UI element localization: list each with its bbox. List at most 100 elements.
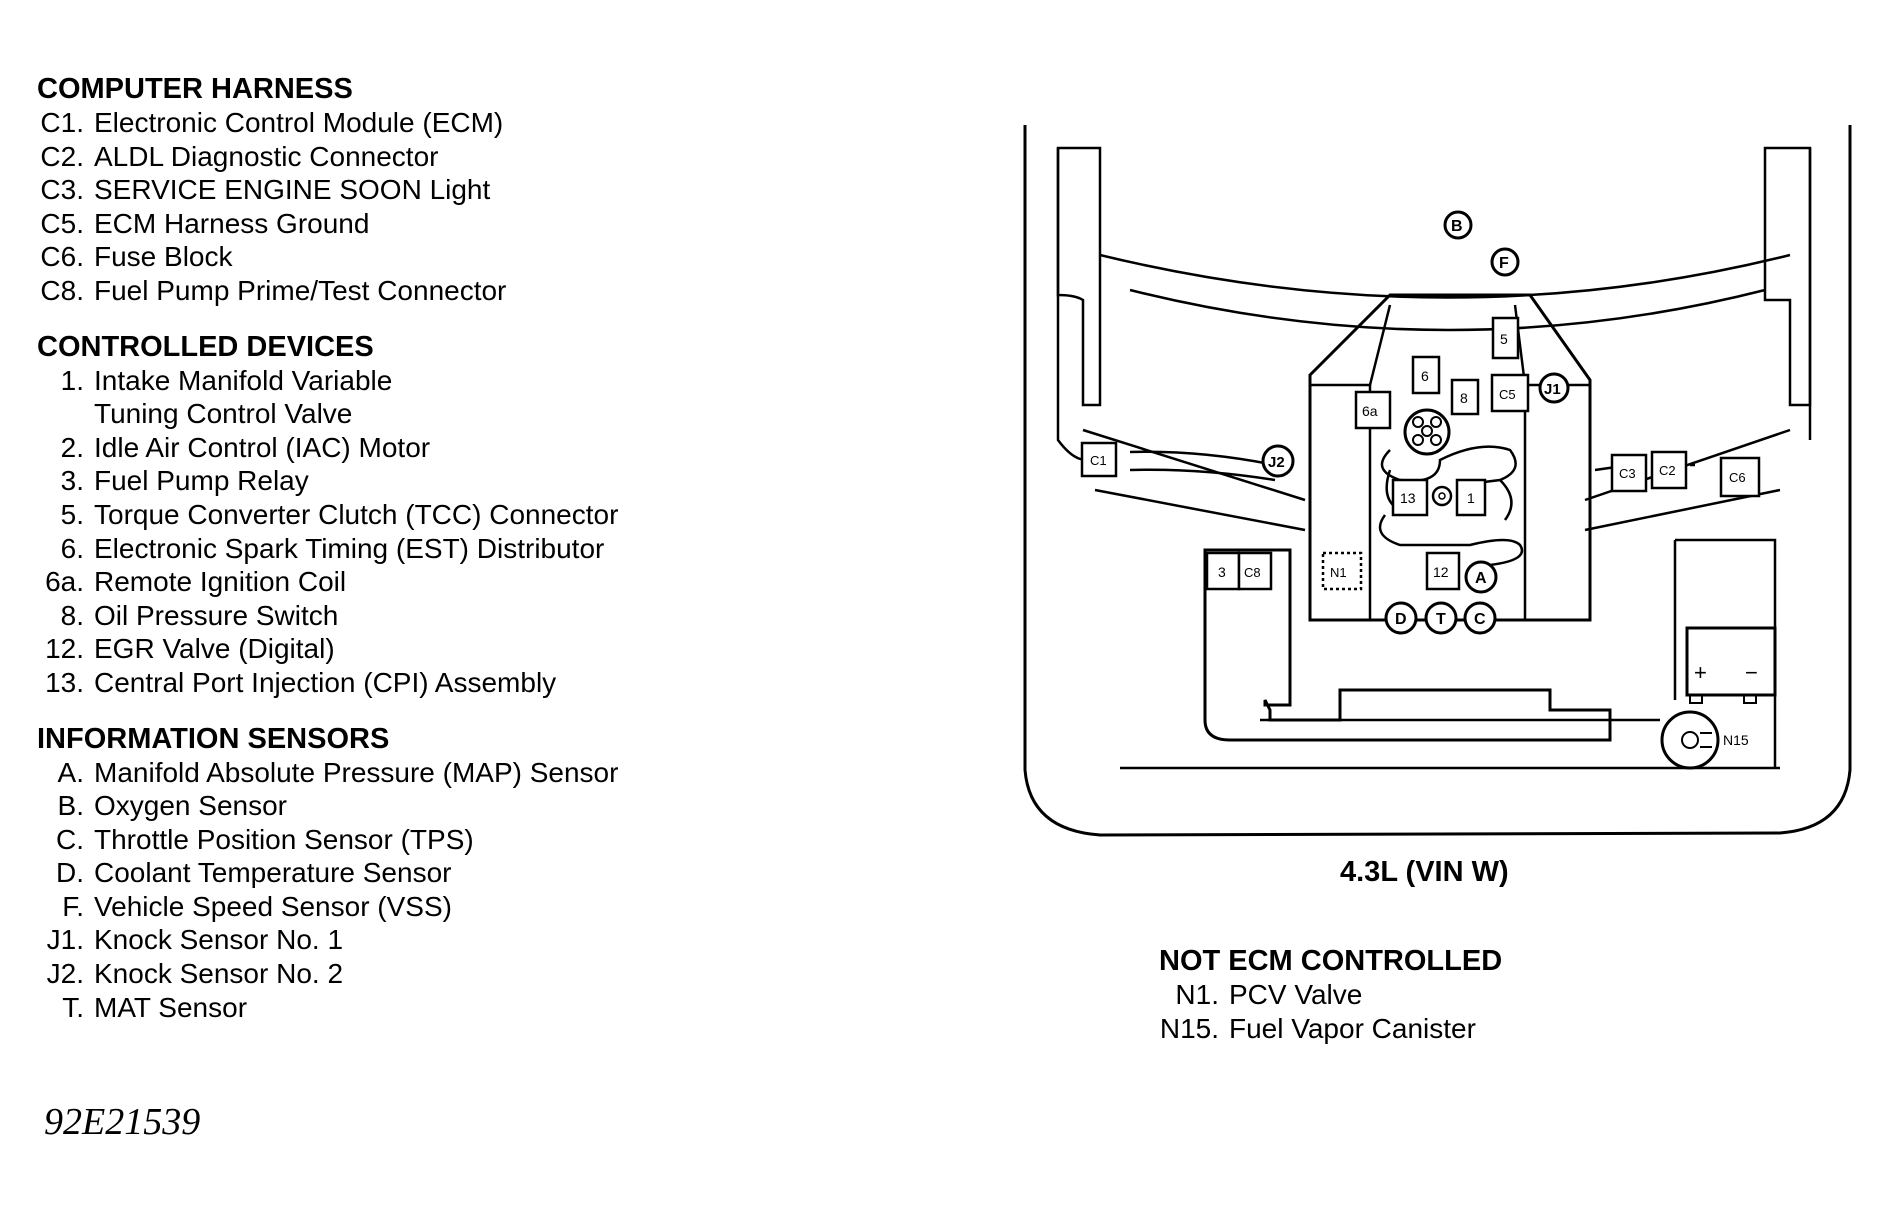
- legend-key: 1.: [60, 364, 84, 396]
- distributor-cap: [1403, 408, 1451, 456]
- legend-text: EGR Valve (Digital): [94, 633, 335, 665]
- legend-item-n15: N15. Fuel Vapor Canister: [1159, 1012, 1502, 1046]
- callout-box-c5: [1490, 373, 1530, 413]
- legend-item: J2.Knock Sensor No. 2: [37, 957, 618, 991]
- legend-key: J1.: [46, 924, 84, 956]
- legend-key: N15.: [1159, 1012, 1219, 1044]
- legend-item: J1.Knock Sensor No. 1: [37, 923, 618, 957]
- intake-loop-2: [1378, 514, 1524, 567]
- callout-circle-b: [1443, 210, 1473, 240]
- legend-key: C.: [56, 823, 84, 855]
- cowl-inner: [1129, 288, 1766, 332]
- legend-text: Electronic Spark Timing (EST) Distributo…: [94, 532, 605, 564]
- legend-key: C3.: [40, 174, 84, 206]
- svg-text:8: 8: [1460, 390, 1468, 406]
- legend-key: C6.: [40, 241, 84, 273]
- legend-key: C8.: [40, 274, 84, 306]
- callout-n15: N15: [1723, 732, 1749, 748]
- legend-item: C3.SERVICE ENGINE SOON Light: [37, 173, 618, 207]
- legend-key: 6.: [60, 532, 84, 564]
- legend-item: C1. Electronic Control Module (ECM): [37, 106, 618, 140]
- legend-item: 13.Central Port Injection (CPI) Assembly: [37, 666, 618, 700]
- svg-text:C5: C5: [1499, 387, 1516, 402]
- legend-text: ECM Harness Ground: [94, 207, 370, 239]
- right-fender: [1763, 146, 1812, 407]
- legend-text: MAT Sensor: [94, 991, 248, 1023]
- legend-key: C5.: [40, 207, 84, 239]
- legend-item: 12. EGR Valve (Digital): [37, 632, 618, 666]
- legend-key: 12.: [45, 633, 84, 665]
- svg-text:6: 6: [1421, 368, 1429, 384]
- legend-item: C2.ALDL Diagnostic Connector: [37, 140, 618, 174]
- callout-box-c6: [1719, 456, 1761, 498]
- svg-text:C8: C8: [1244, 565, 1261, 580]
- svg-text:6a: 6a: [1362, 403, 1378, 419]
- svg-text:C6: C6: [1729, 470, 1746, 485]
- legend-text: Idle Air Control (IAC) Motor: [94, 431, 431, 463]
- throttle-body-center: [1431, 485, 1453, 507]
- svg-text:12: 12: [1433, 564, 1449, 580]
- battery-plus: +: [1694, 660, 1707, 685]
- callout-circle-c: [1463, 601, 1497, 635]
- callout-box-3: [1205, 551, 1241, 591]
- legend-item: C8.Fuel Pump Prime/Test Connector: [37, 274, 618, 308]
- callout-circle-f: [1490, 247, 1520, 277]
- legend-text: Coolant Temperature Sensor: [94, 857, 452, 889]
- svg-text:A: A: [1475, 570, 1487, 587]
- legend-heading: COMPUTER HARNESS: [37, 73, 353, 105]
- legend-text: Torque Converter Clutch (TCC) Connector: [94, 498, 619, 530]
- lower-tunnel: [1203, 548, 1612, 742]
- callout-box-n1: [1321, 551, 1363, 591]
- cowl-left-line-2: [1094, 488, 1306, 532]
- svg-text:13: 13: [1400, 490, 1416, 506]
- svg-text:5: 5: [1500, 331, 1508, 347]
- harness-left-2: [1129, 468, 1276, 482]
- legend-text: Tuning Control Valve: [94, 398, 353, 430]
- left-wheelwell: [1056, 148, 1101, 462]
- callout-circle-t: [1424, 601, 1458, 635]
- svg-text:C: C: [1474, 611, 1486, 628]
- legend-text: Oxygen Sensor: [94, 790, 287, 822]
- svg-text:F: F: [1499, 255, 1509, 272]
- legend-key: N1.: [1175, 979, 1219, 1010]
- svg-text:T: T: [1436, 611, 1446, 628]
- callout-box-c3: [1610, 453, 1648, 493]
- callout-circle-j2: [1261, 444, 1295, 478]
- svg-text:J2: J2: [1268, 454, 1285, 471]
- diagram-caption: 4.3L (VIN W): [1340, 856, 1509, 888]
- left-fender: [1056, 146, 1102, 407]
- figure-id: 92E21539: [44, 1101, 201, 1143]
- legend-text: Electronic Control Module (ECM): [94, 107, 504, 138]
- legend-text: Remote Ignition Coil: [94, 566, 347, 598]
- legend-key: C1.: [40, 107, 84, 138]
- callout-circle-j1: [1538, 372, 1570, 404]
- fuel-vapor-canister: [1660, 710, 1720, 770]
- legend-item: B.Oxygen Sensor: [37, 789, 618, 823]
- vehicle-outline: [1023, 125, 1852, 837]
- svg-text:C1: C1: [1090, 453, 1107, 468]
- cowl-top: [1099, 253, 1791, 299]
- legend-item: 3.Fuel Pump Relay: [37, 464, 618, 498]
- legend-text: Central Port Injection (CPI) Assembly: [94, 666, 557, 698]
- callout-box-6a: [1354, 390, 1392, 430]
- legend-text: Manifold Absolute Pressure (MAP) Sensor: [94, 756, 619, 788]
- engine-inner-right: [1523, 383, 1590, 620]
- legend-item: A.Manifold Absolute Pressure (MAP) Senso…: [37, 756, 619, 790]
- svg-text:1: 1: [1467, 490, 1475, 506]
- legend-key: D.: [56, 857, 84, 889]
- callout-box-1: [1455, 478, 1487, 517]
- legend-item: T.MAT Sensor: [37, 991, 618, 1025]
- svg-text:C3: C3: [1619, 466, 1636, 481]
- cowl-left-line: [1082, 428, 1306, 502]
- engine-block: [1308, 293, 1592, 622]
- callout-box-8: [1450, 378, 1480, 416]
- legend-text: Intake Manifold Variable: [94, 364, 393, 396]
- legend-item-n1: N1. PCV Valve: [1159, 978, 1502, 1012]
- legend-key: 2.: [60, 431, 84, 463]
- legend-text: Oil Pressure Switch: [94, 599, 339, 631]
- legend-text: PCV Valve: [1229, 979, 1363, 1010]
- legend-item: Tuning Control Valve: [37, 397, 618, 431]
